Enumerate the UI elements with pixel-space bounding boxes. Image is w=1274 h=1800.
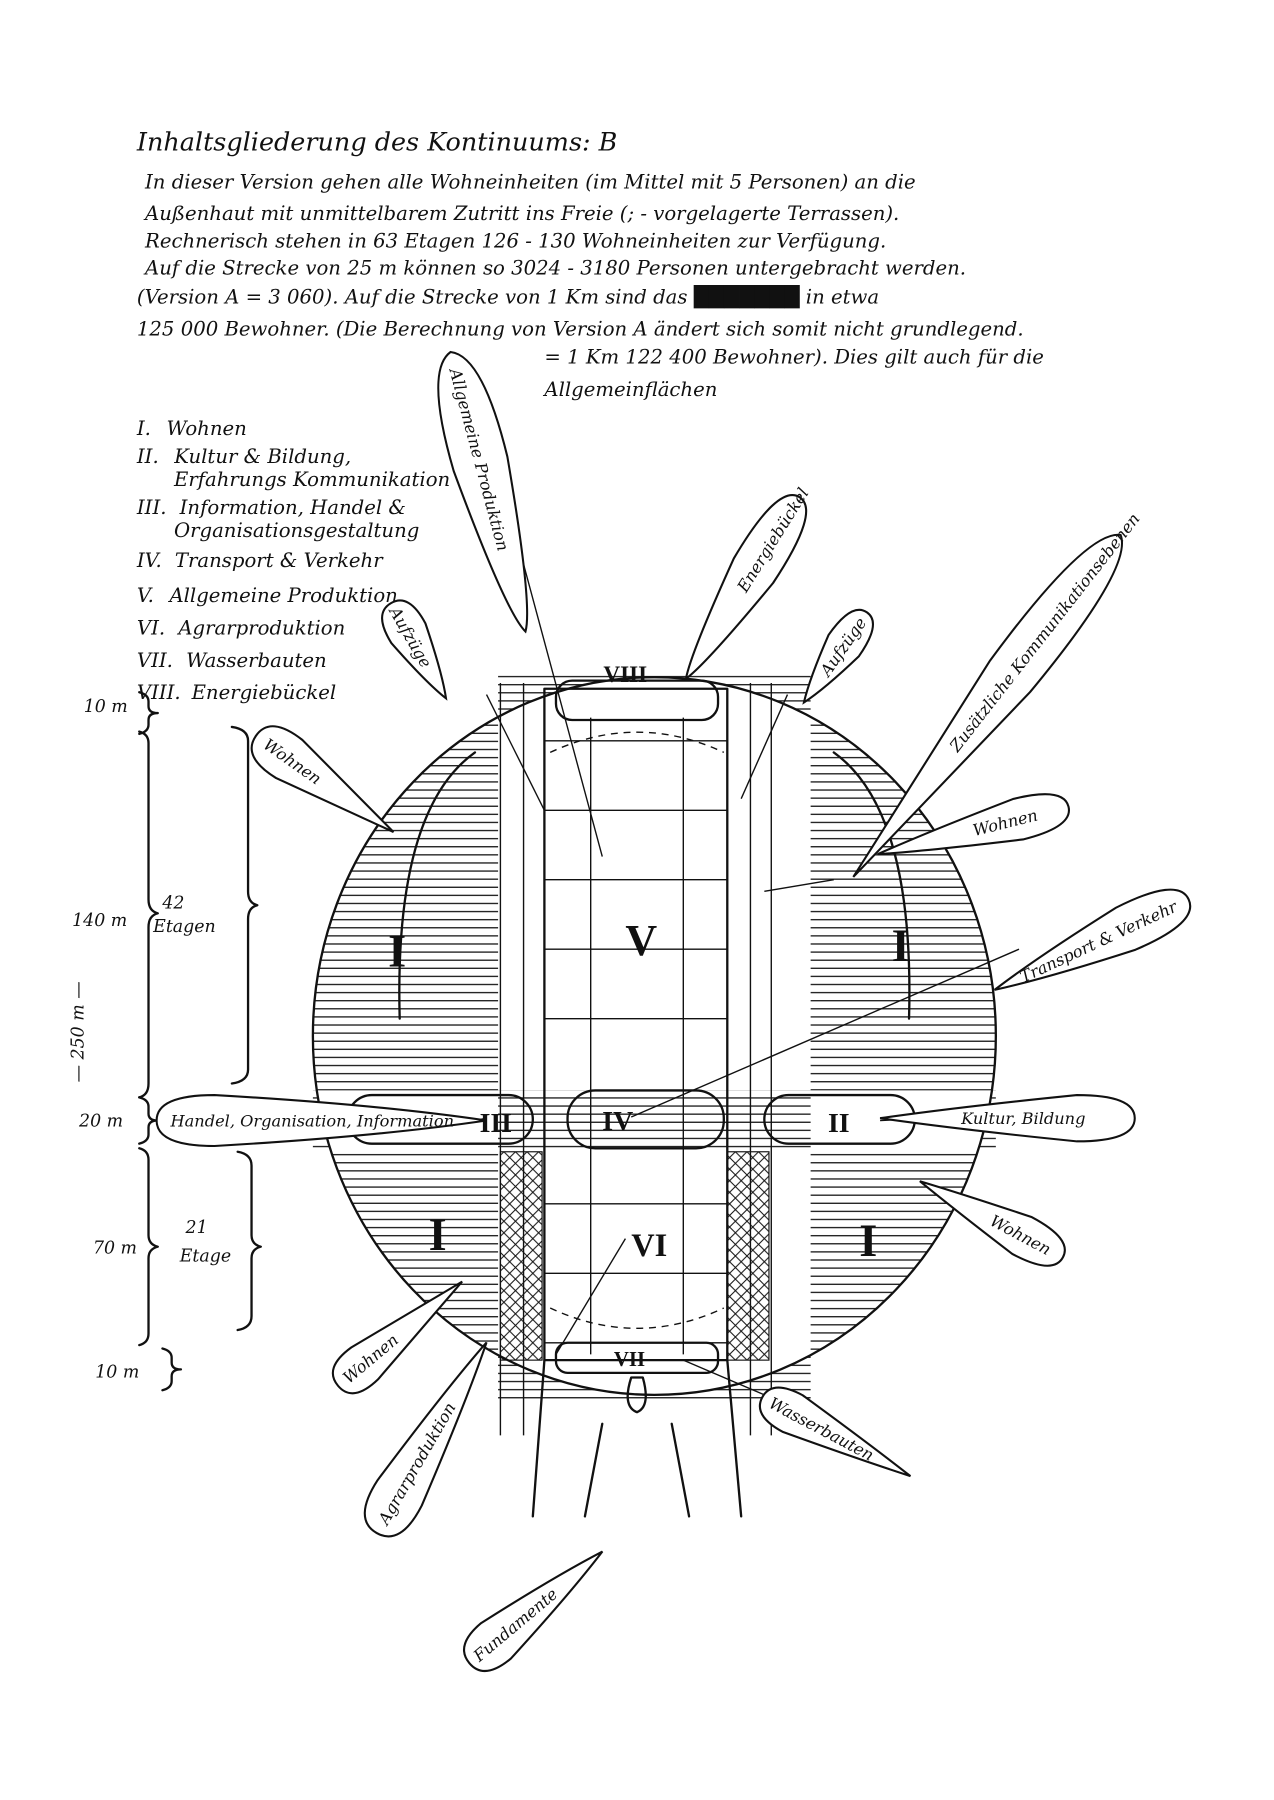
legend-item-cont: Organisationsgestaltung bbox=[174, 519, 419, 542]
legend: I. Wohnen II. Kultur & Bildung, Erfahrun… bbox=[136, 417, 450, 704]
paragraph-line: Rechnerisch stehen in 63 Etagen 126 - 13… bbox=[144, 230, 886, 253]
zone-label-core-upper: V bbox=[625, 916, 657, 965]
legend-item: III. Information, Handel & bbox=[136, 496, 406, 519]
dim-upper-floors: Etagen bbox=[152, 917, 216, 937]
legend-item-cont: Erfahrungs Kommunikation bbox=[173, 468, 450, 491]
dim-upper: 140 m bbox=[72, 911, 127, 931]
dimension-brackets bbox=[138, 691, 262, 1392]
balloon-text: Kultur, Bildung bbox=[960, 1109, 1085, 1128]
legend-item: V. Allgemeine Produktion bbox=[137, 584, 398, 607]
balloon-text: Transport & Verkehr bbox=[1017, 896, 1181, 986]
zone-label-lower-right: I bbox=[859, 1216, 877, 1267]
balloon-energiebuckel: Energiebückel bbox=[684, 484, 813, 682]
leader-lines bbox=[463, 555, 1020, 1396]
hatched-residential-zone bbox=[312, 671, 996, 1401]
zone-label-lower-left: I bbox=[429, 1210, 447, 1261]
paragraph-line: Außenhaut mit unmittelbarem Zutritt ins … bbox=[143, 202, 899, 225]
zone-label-upper-left: I bbox=[388, 927, 406, 978]
balloon-wasserbauten: Wasserbauten bbox=[758, 1386, 912, 1478]
balloon-kultur: Kultur, Bildung bbox=[879, 1094, 1136, 1143]
paragraph-line: In dieser Version gehen alle Wohneinheit… bbox=[144, 171, 916, 194]
balloon-wohnen-upper-right: Wohnen bbox=[877, 793, 1070, 856]
legend-item: VI. Agrarproduktion bbox=[137, 616, 345, 639]
zone-label-core-lower: VI bbox=[631, 1228, 667, 1264]
balloon-fundamente: Fundamente bbox=[463, 1550, 604, 1672]
description-paragraph: In dieser Version gehen alle Wohneinheit… bbox=[137, 171, 1044, 401]
legend-item: II. Kultur & Bildung, bbox=[136, 445, 351, 468]
zone-label-pod-right: II bbox=[828, 1108, 850, 1139]
dim-top: 10 m bbox=[84, 697, 128, 717]
energy-hump-zone bbox=[554, 679, 720, 722]
balloon-wohnen-lower-left: Wohnen bbox=[331, 1280, 463, 1395]
zone-label-top: VIII bbox=[603, 662, 647, 688]
legend-item: I. Wohnen bbox=[136, 417, 247, 440]
crosshatch-shaft-right bbox=[726, 1151, 770, 1361]
water-zone bbox=[554, 1341, 720, 1375]
balloon-transport: Transport & Verkehr bbox=[993, 888, 1192, 991]
dim-upper-floors-num: 42 bbox=[161, 894, 184, 914]
callout-balloons: Allgemeine Produktion Energiebückel Aufz… bbox=[155, 350, 1192, 1672]
zone-label-upper-right: I bbox=[892, 921, 910, 972]
legend-item: VIII. Energiebückel bbox=[137, 681, 336, 704]
zone-label-bottom: VII bbox=[614, 1347, 645, 1371]
zone-label-pod-left: III bbox=[480, 1108, 512, 1139]
outer-shell bbox=[311, 676, 997, 1397]
pod-center bbox=[566, 1089, 725, 1150]
dim-lower-floors-num: 21 bbox=[185, 1218, 208, 1238]
balloon-text: Zusätzliche Kommunikationsebenen bbox=[945, 510, 1143, 756]
paragraph-line: Allgemeinflächen bbox=[542, 378, 717, 401]
paragraph-line: 125 000 Bewohner. (Die Berechnung von Ve… bbox=[137, 318, 1024, 341]
dim-total: — 250 m — bbox=[69, 981, 89, 1082]
dim-middle: 20 m bbox=[78, 1111, 123, 1131]
zone-label-pod-center: IV bbox=[602, 1106, 633, 1137]
foundation-plug bbox=[626, 1376, 647, 1414]
dim-bottom: 10 m bbox=[95, 1362, 139, 1382]
paragraph-line: Auf die Strecke von 25 m können so 3024 … bbox=[143, 256, 966, 279]
legend-item: VII. Wasserbauten bbox=[137, 649, 327, 672]
balloon-aufzuege-left: Aufzüge bbox=[381, 599, 448, 701]
balloon-handel: Handel, Organisation, Information bbox=[155, 1094, 487, 1148]
balloon-allgemeine-produktion: Allgemeine Produktion bbox=[437, 350, 529, 634]
continuum-cross-section: I I I I V VI III IV II VIII VII bbox=[311, 662, 997, 1518]
crosshatch-shaft-left bbox=[499, 1151, 543, 1361]
dim-lower: 70 m bbox=[93, 1239, 137, 1259]
central-core bbox=[543, 687, 729, 1362]
balloon-text: Handel, Organisation, Information bbox=[170, 1111, 454, 1130]
legend-item: IV. Transport & Verkehr bbox=[136, 549, 384, 572]
paragraph-line: (Version A = 3 060). Auf die Strecke von… bbox=[137, 284, 879, 308]
foundation-pillars bbox=[531, 1358, 743, 1518]
dim-lower-floors: Etage bbox=[179, 1247, 231, 1267]
dimension-annotations: 10 m 140 m 42 Etagen — 250 m — 20 m 70 m… bbox=[69, 697, 231, 1383]
paragraph-line: = 1 Km 122 400 Bewohner). Dies gilt auch… bbox=[544, 345, 1044, 368]
page-title: Inhaltsgliederung des Kontinuums: B bbox=[136, 127, 617, 157]
